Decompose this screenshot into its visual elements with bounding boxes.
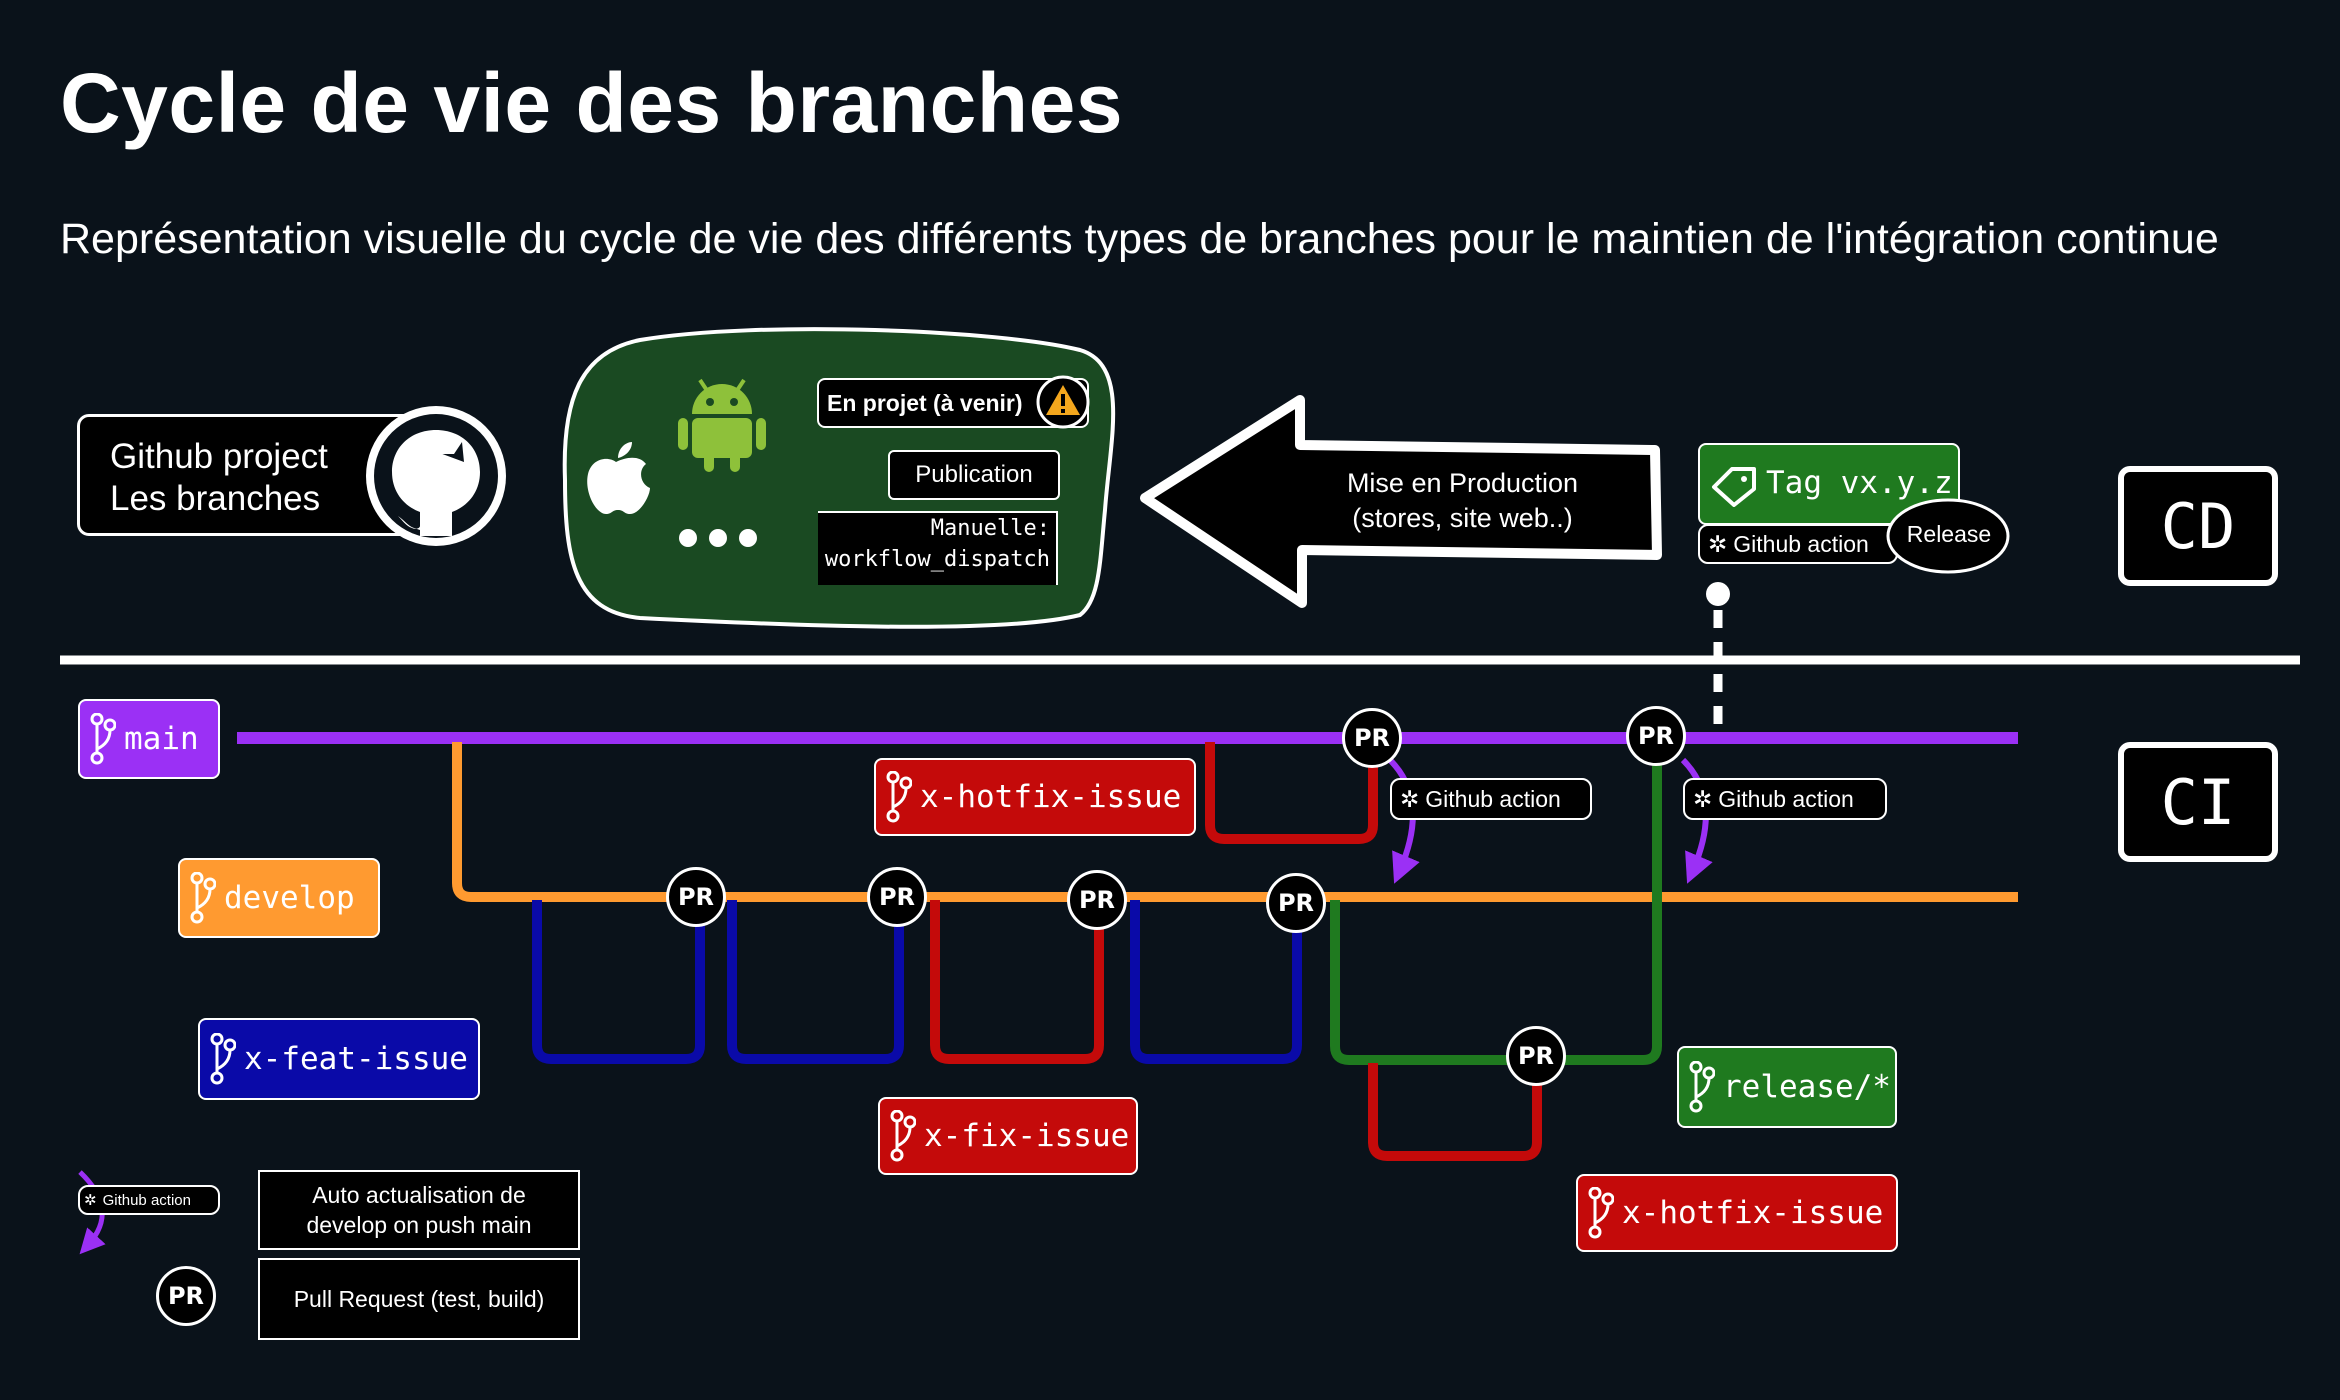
hotfix-loop-bottom (1368, 1063, 1542, 1161)
publication-label: Publication (915, 461, 1033, 488)
branch-label-feat: x-feat-issue (198, 1018, 480, 1100)
legend-pr-desc: Pull Request (test, build) (293, 1285, 545, 1312)
pr-label: PR (878, 883, 916, 911)
branch-feat-text: x-feat-issue (244, 1041, 468, 1077)
tag-connector-dot (1706, 582, 1730, 606)
branch-icon (1588, 1187, 1614, 1239)
github-project-box: Github project Les branches (77, 414, 417, 536)
gear-icon: ✲ (1693, 785, 1713, 812)
production-arrow (1140, 395, 1662, 608)
pr-node: PR (1266, 873, 1326, 933)
page-title: Cycle de vie des branches (60, 56, 1124, 150)
github-action-label: Github action (1425, 785, 1561, 812)
pr-node: PR (1626, 706, 1686, 766)
legend-pr-node: PR (156, 1266, 216, 1326)
branch-fix-text: x-fix-issue (924, 1118, 1130, 1154)
release-bubble-label: Release (1906, 521, 1992, 547)
gear-icon: ✲ (84, 1192, 97, 1209)
tag-icon (1712, 467, 1756, 507)
github-line2: Les branches (110, 479, 321, 518)
branch-label-develop: develop (178, 858, 380, 938)
manual-line1: Manuelle: (930, 516, 1050, 541)
feat-loop-1 (532, 900, 705, 1064)
cd-box: CD (2118, 466, 2278, 586)
pr-label: PR (1517, 1042, 1555, 1070)
branch-hotfix-top-text: x-hotfix-issue (920, 779, 1182, 815)
release-bubble (1886, 498, 2010, 574)
apple-icon (587, 442, 650, 514)
github-icon (366, 406, 506, 546)
branch-label-hotfix-bottom: x-hotfix-issue (1576, 1174, 1898, 1252)
manual-trigger-box: Manuelle: workflow_dispatch (818, 511, 1058, 585)
legend-auto-line1: Auto actualisation de (312, 1182, 526, 1208)
github-action-label: Github action (1718, 785, 1854, 812)
branch-label-release: release/* (1677, 1046, 1897, 1128)
branch-icon (886, 771, 912, 823)
gear-icon: ✲ (1708, 530, 1728, 557)
feat-loop-3 (1130, 900, 1302, 1064)
pr-label: PR (1277, 889, 1315, 917)
branch-icon (90, 713, 116, 765)
warning-icon (1036, 375, 1090, 429)
branch-label-hotfix-top: x-hotfix-issue (874, 758, 1196, 836)
branch-icon (890, 1110, 916, 1162)
pr-label: PR (167, 1282, 205, 1310)
branch-release-text: release/* (1723, 1069, 1891, 1105)
fix-loop (930, 900, 1104, 1064)
pr-node: PR (666, 867, 726, 927)
pr-node: PR (867, 867, 927, 927)
branch-label-main: main (78, 699, 220, 779)
branch-main-text: main (124, 721, 199, 757)
branch-develop-text: develop (224, 880, 355, 916)
branch-icon (1689, 1061, 1715, 1113)
pr-label: PR (1353, 724, 1391, 752)
github-action-badge-1: ✲Github action (1390, 778, 1592, 820)
legend-github-action: ✲ Github action (78, 1185, 220, 1215)
release-branch-line (1330, 742, 1662, 1065)
legend-pr-box: Pull Request (test, build) (258, 1258, 580, 1340)
pr-label: PR (1078, 886, 1116, 914)
pr-label: PR (677, 883, 715, 911)
legend-ga-label: Github action (102, 1191, 191, 1209)
ci-box: CI (2118, 742, 2278, 862)
android-icon (678, 378, 766, 472)
pr-node: PR (1067, 870, 1127, 930)
feat-loop-2 (727, 900, 904, 1064)
github-action-badge-2: ✲Github action (1683, 778, 1887, 820)
pr-node: PR (1342, 708, 1402, 768)
branch-icon (190, 872, 216, 924)
legend-auto-box: Auto actualisation de develop on push ma… (258, 1170, 580, 1250)
manual-line2: workflow_dispatch (824, 547, 1050, 572)
production-line2: (stores, site web..) (1352, 503, 1573, 533)
hotfix-loop-top (1205, 742, 1378, 844)
production-text: Mise en Production (stores, site web..) (1300, 466, 1625, 536)
pr-label: PR (1637, 722, 1675, 750)
gear-icon: ✲ (1400, 785, 1420, 812)
branch-icon (210, 1033, 236, 1085)
pr-node: PR (1506, 1026, 1566, 1086)
legend-auto-line2: develop on push main (306, 1212, 532, 1238)
production-line1: Mise en Production (1346, 468, 1579, 498)
status-label: En projet (à venir) (827, 389, 1023, 416)
develop-branch-line (452, 742, 2018, 902)
more-dots-icon (678, 526, 762, 555)
github-action-tag: ✲Github action (1698, 524, 1898, 564)
github-line1: Github project (110, 437, 328, 476)
branch-label-fix: x-fix-issue (878, 1097, 1138, 1175)
page-subtitle: Représentation visuelle du cycle de vie … (60, 215, 2219, 263)
branch-hotfix-bottom-text: x-hotfix-issue (1622, 1195, 1884, 1231)
tag-label: Tag vx.y.z (1766, 465, 1953, 501)
publication-badge: Publication (888, 450, 1060, 500)
github-action-label: Github action (1733, 530, 1869, 557)
